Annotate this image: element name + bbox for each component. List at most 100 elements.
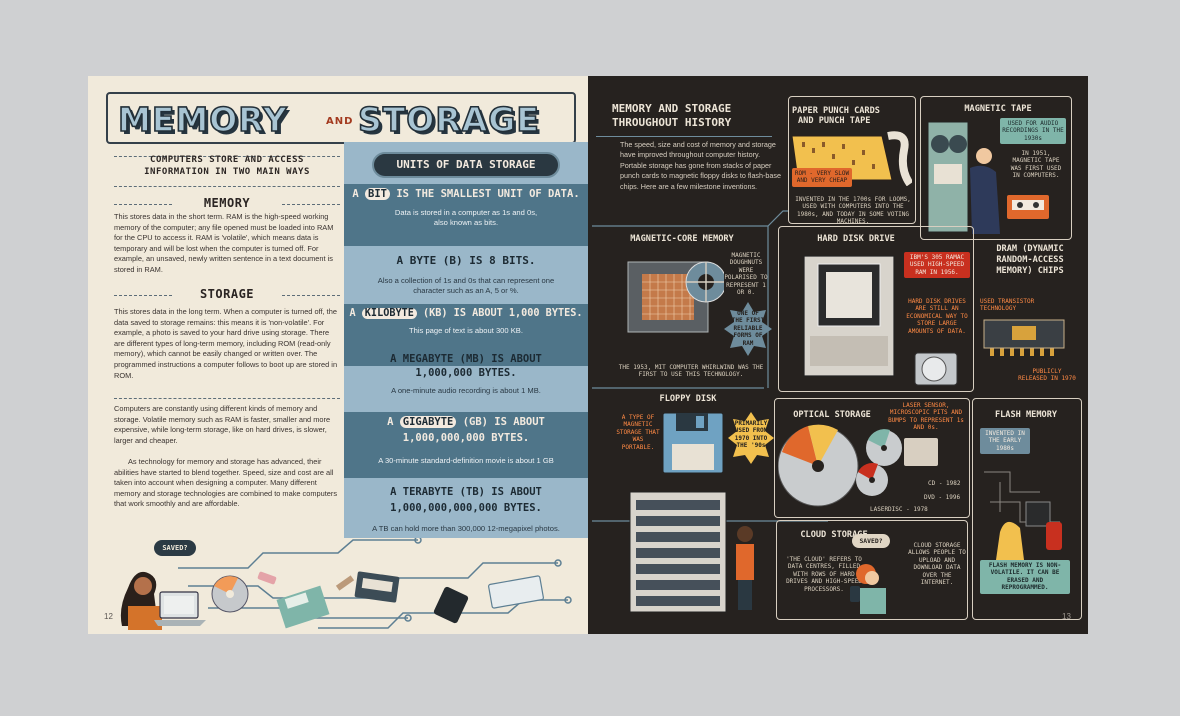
megabyte-line2: 1,000,000 BYTES. [415,367,517,379]
punch-rom-label: ROM - VERY SLOW AND VERY CHEAP [792,168,852,187]
tape-title: MAGNETIC TAPE [964,104,1032,114]
data-centre-icon [629,491,727,613]
storage-text: This stores data in the long term. When … [114,307,338,380]
punch-note: INVENTED IN THE 1700s FOR LOOMS, USED WI… [795,196,911,226]
floppy-star-badge [728,412,774,464]
kilobyte-desc: This page of text is about 300 KB. [409,326,523,335]
punch-title-2: AND PUNCH TAPE [798,116,871,126]
memory-heading: MEMORY [203,196,251,210]
paragraph-4: As technology for memory and storage has… [114,457,338,509]
title-memory: MEMORY [117,99,288,140]
bit-pre: A [352,188,359,200]
tape-audio-label: USED FOR AUDIO RECORDINGS IN THE 1930s [1000,118,1066,145]
dram-release-note: PUBLICLY RELEASED IN 1970 [1018,368,1076,383]
saved-speech-bubble: SAVED? [154,540,196,556]
divider [114,295,172,296]
magnetic-core-icon [627,261,724,333]
units-title: UNITS OF DATA STORAGE [372,152,560,178]
byte-heading: A BYTE (B) IS 8 BITS. [396,254,536,267]
divider [114,156,340,157]
flash-title: FLASH MEMORY [994,410,1058,420]
byte-desc: Also a collection of 1s and 0s that can … [377,276,555,295]
floppy-disk-icon [662,412,724,474]
history-title-1: MEMORY AND STORAGE [612,102,732,115]
worker-figure-icon [736,526,754,610]
divider [282,204,340,205]
hdd-title: HARD DISK DRIVE [817,234,895,244]
floppy-note: A TYPE OF MAGNETIC STORAGE THAT WAS PORT… [616,414,660,451]
devices-illustration [120,536,572,630]
title-storage: STORAGE [357,99,540,140]
optical-laserdisc-label: LASERDISC - 1978 [870,506,928,513]
optical-laser-note: LASER SENSOR, MICROSCOPIC PITS AND BUMPS… [888,402,964,432]
history-title-2: THROUGHOUT HISTORY [612,116,732,129]
units-panel: UNITS OF DATA STORAGE A BIT IS THE SMALL… [344,142,588,538]
divider [114,398,340,399]
flash-box [972,398,1082,620]
gb-term: GIGABYTE [399,416,457,428]
title-and: AND [326,116,354,127]
optical-dvd-label: DVD - 1996 [924,494,961,501]
gb-pre: A [387,416,394,428]
page-number: 12 [104,612,113,621]
divider [596,136,772,137]
gigabyte-desc: A 30-minute standard-definition movie is… [378,456,554,465]
cloud-text-1: 'THE CLOUD' REFERS TO DATA CENTRES, FILL… [786,556,862,593]
flash-invented-label: INVENTED IN THE EARLY 1980s [980,428,1030,455]
punch-title-1: PAPER PUNCH CARDS [792,106,880,116]
history-text: The speed, size and cost of memory and s… [620,140,782,191]
paragraph-3: Computers are constantly using different… [114,404,331,445]
bit-term: BIT [365,188,390,200]
floppy-title: FLOPPY DISK [659,394,717,404]
storage-heading: STORAGE [199,287,255,301]
bit-desc: Data is stored in a computer as 1s and 0… [394,208,538,227]
terabyte-line1: A TERABYTE (TB) IS ABOUT [390,486,542,498]
gb-post: (GB) IS ABOUT [462,416,545,428]
kilobyte-heading: A KILOBYTE (KB) IS ABOUT 1,000 BYTES. [344,308,588,319]
hdd-ibm-label: IBM'S 305 RAMAC USED HIGH-SPEED RAM IN 1… [904,252,970,279]
bit-post: IS THE SMALLEST UNIT OF DATA. [396,188,580,200]
divider [282,295,340,296]
core-star-text: ONE OF THE FIRST RELIABLE FORMS OF RAM [731,310,765,347]
cloud-text-2: CLOUD STORAGE ALLOWS PEOPLE TO UPLOAD AN… [908,542,966,587]
hdd-note: HARD DISK DRIVES ARE STILL AN ECONOMICAL… [906,298,968,335]
cloud-title: CLOUD STORAGE [800,530,868,540]
divider [114,204,172,205]
cloud-girl-icon [850,564,886,614]
book-spread: MEMORY AND STORAGE COMPUTERS STORE AND A… [88,76,1088,634]
divider [114,186,340,187]
page-number: 13 [1062,612,1071,621]
dram-title: DRAM (DYNAMIC RANDOM-ACCESS MEMORY) CHIP… [996,244,1064,276]
right-page: MEMORY AND STORAGE THROUGHOUT HISTORY Th… [588,76,1088,634]
floppy-star-text: PRIMARILY USED FROM 1970 INTO THE '90s [734,420,768,450]
megabyte-desc: A one-minute audio recording is about 1 … [391,386,541,395]
tape-note: IN 1951, MAGNETIC TAPE WAS FIRST USED IN… [1010,150,1062,180]
bit-heading: A BIT IS THE SMALLEST UNIT OF DATA. [344,188,588,200]
core-star-badge [724,302,772,356]
gigabyte-heading: A GIGABYTE (GB) IS ABOUT [344,416,588,428]
memory-text: This stores data in the short term. RAM … [114,212,334,274]
gigabyte-band [344,412,588,478]
core-doughnuts-note: MAGNETIC DOUGHNUTS WERE POLARISED TO REP… [724,252,768,297]
terabyte-desc: A TB can hold more than 300,000 12-megap… [372,524,560,533]
flash-drive-icon [984,471,1062,560]
page-title: MEMORY AND STORAGE [106,92,576,144]
hard-drive-icon [914,352,958,386]
hdd-box [778,226,974,392]
core-title: MAGNETIC-CORE MEMORY [630,234,734,244]
cassette-icon [1007,195,1049,219]
optical-box [774,398,970,518]
optical-cd-label: CD - 1982 [928,480,961,487]
dram-chip-icon [983,319,1065,356]
optical-discs-icon [778,424,938,507]
kb-post: (KB) IS ABOUT 1,000 BYTES. [423,308,583,319]
kb-term: KILOBYTE [361,308,417,319]
optical-title: OPTICAL STORAGE [793,410,871,420]
flash-note: FLASH MEMORY IS NON-VOLATILE. IT CAN BE … [980,560,1070,594]
left-page: MEMORY AND STORAGE COMPUTERS STORE AND A… [88,76,588,634]
megabyte-line1: A MEGABYTE (MB) IS ABOUT [390,353,542,365]
tape-machine-icon [927,121,1000,234]
hard-disk-machine-icon [803,255,895,377]
kb-pre: A [349,308,356,319]
cloud-saved-bubble: SAVED? [852,534,890,548]
